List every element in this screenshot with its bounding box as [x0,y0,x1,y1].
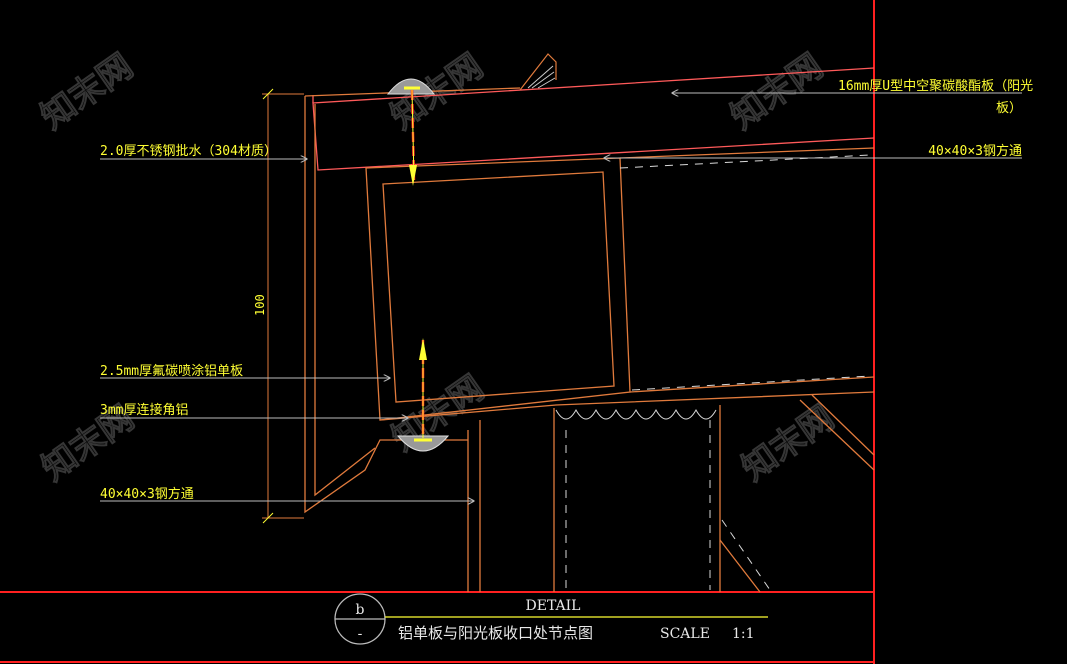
callout-polycarbonate-cont: 板） [996,101,1022,116]
callout-steel-tube-top: 40×40×3钢方通 [928,143,1022,159]
detail-symbol-top: b [356,602,365,618]
watermark: 知末网 [735,398,841,489]
sealant-bead [555,408,717,420]
detail-heading: DETAIL [526,598,581,614]
scale-label: SCALE [660,626,710,642]
watermark: 知末网 [724,46,830,137]
drawing-title: 铝单板与阳光板收口处节点图 [398,624,593,642]
top-screw [386,78,436,186]
support-members [467,394,875,593]
callout-polycarbonate: 16mm厚U型中空聚碳酸酯板（阳光 [838,79,1033,94]
callout-aluminum-panel: 2.5mm厚氟碳喷涂铝单板 [100,363,243,379]
watermark: 知末网 [34,46,140,137]
dimension-value: 100 [253,294,267,316]
callout-steel-tube-bottom: 40×40×3钢方通 [100,486,194,502]
leader-lines [100,93,1022,501]
dimension-line [262,88,304,524]
callout-angle-aluminum: 3mm厚连接角铝 [100,402,188,418]
bottom-screw [396,338,450,452]
steel-tube-dashed [565,154,871,591]
top-cap [519,53,557,91]
title-block: b - DETAIL 铝单板与阳光板收口处节点图 SCALE 1:1 [334,593,768,645]
scale-value: 1:1 [732,626,755,642]
drawing-frame [0,0,875,664]
aluminum-panel [365,147,875,421]
detail-symbol-bottom: - [358,626,363,642]
callout-stainless-flashing: 2.0厚不锈钢批水（304材质） [100,144,277,159]
